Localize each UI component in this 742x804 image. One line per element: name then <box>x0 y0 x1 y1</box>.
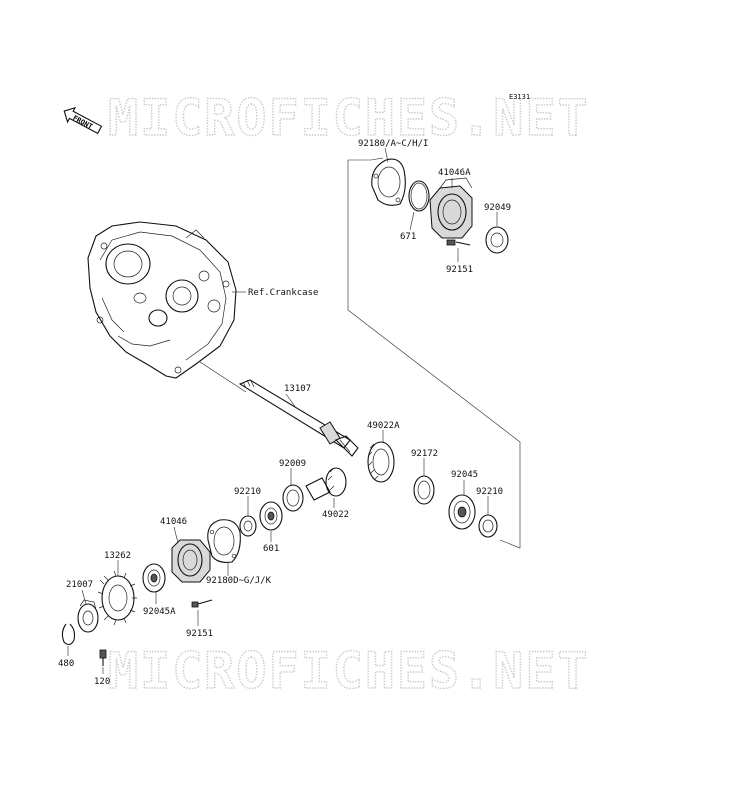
bearing-92045a <box>142 563 166 593</box>
label-oring: 671 <box>400 232 416 242</box>
label-collar-left: 92210 <box>234 487 261 497</box>
label-bolt-low: 92151 <box>186 629 213 639</box>
housing-41046 <box>171 539 211 583</box>
shaft-13107 <box>238 379 359 457</box>
gear-49022 <box>305 467 347 501</box>
label-housing-low: 41046 <box>160 517 187 527</box>
label-bolt-top: 92151 <box>446 265 473 275</box>
label-bearing-601: 601 <box>263 544 279 554</box>
ref-crankcase-label: Ref.Crankcase <box>248 288 318 298</box>
label-seal-mid: 92009 <box>279 459 306 469</box>
screw-120 <box>99 649 107 666</box>
collar-92210-left <box>239 515 257 537</box>
label-gear-ring: 49022A <box>367 421 400 431</box>
gasket-low <box>207 519 241 563</box>
crankcase-illustration <box>87 221 237 379</box>
label-gasket-top: 92180/A~C/H/I <box>358 139 428 149</box>
circlip-480 <box>61 623 76 646</box>
label-collar-right: 92210 <box>476 487 503 497</box>
label-gear-pinion: 49022 <box>322 510 349 520</box>
collar-92210-right <box>478 514 498 538</box>
gear-49022a <box>367 441 395 483</box>
bolt-92151-top <box>446 239 471 246</box>
diagram-code: E3131 <box>509 93 530 101</box>
label-bearing-a: 92045 <box>451 470 478 480</box>
assembly-bracket <box>347 159 521 549</box>
label-shaft: 13107 <box>284 384 311 394</box>
bearing-92045 <box>448 494 476 530</box>
label-seal-top: 92049 <box>484 203 511 213</box>
label-shim: 92172 <box>411 449 438 459</box>
seal-92049 <box>485 226 509 254</box>
label-clutch: 21007 <box>66 580 93 590</box>
front-arrow-icon: FRONT <box>63 106 103 135</box>
watermark-bottom: MICROFICHES.NET <box>108 642 590 700</box>
label-screw: 120 <box>94 677 110 687</box>
gasket-top <box>371 158 406 206</box>
label-circlip: 480 <box>58 659 74 669</box>
housing-41046a <box>429 177 473 239</box>
oring-671 <box>408 180 430 212</box>
shim-92172 <box>413 475 435 505</box>
clutch-21007 <box>77 599 99 633</box>
label-gasket-low: 92180D~G/J/K <box>206 576 272 586</box>
watermark-top: MICROFICHES.NET <box>108 89 590 147</box>
seal-92009 <box>282 484 304 512</box>
label-gear-13262: 13262 <box>104 551 131 561</box>
bolt-92151-low <box>191 599 213 608</box>
label-housing-top: 41046A <box>438 168 471 178</box>
label-bearing-low: 92045A <box>143 607 176 617</box>
gear-13262 <box>97 570 137 626</box>
bearing-601 <box>259 501 283 531</box>
